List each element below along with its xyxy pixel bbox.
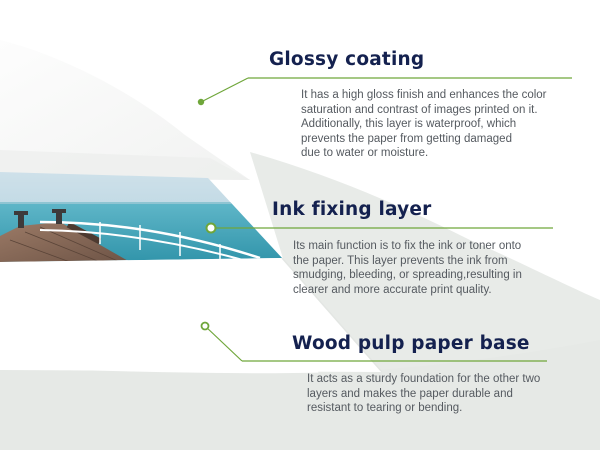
desc-line: Its main function is to fix the ink or t… [293,240,522,252]
desc-line: smudging, bleeding, or spreading,resulti… [293,269,522,282]
glossy-coating-title: Glossy coating [269,49,425,70]
glossy-coating-connector [200,77,249,103]
wood-pulp-paper-base [0,258,382,372]
glossy-coating-sheet-shadow [0,150,250,180]
desc-line: the paper. This layer prevents the ink f… [293,254,508,267]
glossy-coating-dot [197,98,205,106]
background-curve-lower [0,340,600,450]
desc-line: due to water or moisture. [301,147,429,160]
wood-pulp-base-description: It acts as a sturdy foundation for the o… [307,372,569,416]
paper-base-connector [204,325,243,362]
wood-pulp-base-title: Wood pulp paper base [292,333,530,354]
glossy-coating-description: It has a high gloss finish and enhances … [301,88,586,161]
paper-base-dot [200,321,210,331]
desc-line: clearer and more accurate print quality. [293,283,492,296]
ink-fixing-dot [205,222,217,234]
ink-layer-photo [0,172,282,262]
desc-line: It has a high gloss finish and enhances … [301,89,547,101]
glossy-coating-sheet [0,40,250,180]
ink-fixing-layer-description: Its main function is to fix the ink or t… [293,239,578,297]
desc-line: It acts as a sturdy foundation for the o… [307,373,541,385]
desc-line: saturation and contrast of images printe… [301,103,538,116]
desc-line: layers and makes the paper durable and [307,387,513,400]
ink-fixing-layer-title: Ink fixing layer [272,199,432,220]
paper-base-edge [281,257,383,373]
desc-line: prevents the paper from getting damaged [301,132,512,145]
desc-line: Additionally, this layer is waterproof, … [301,118,517,131]
desc-line: resistant to tearing or bending. [307,402,463,415]
